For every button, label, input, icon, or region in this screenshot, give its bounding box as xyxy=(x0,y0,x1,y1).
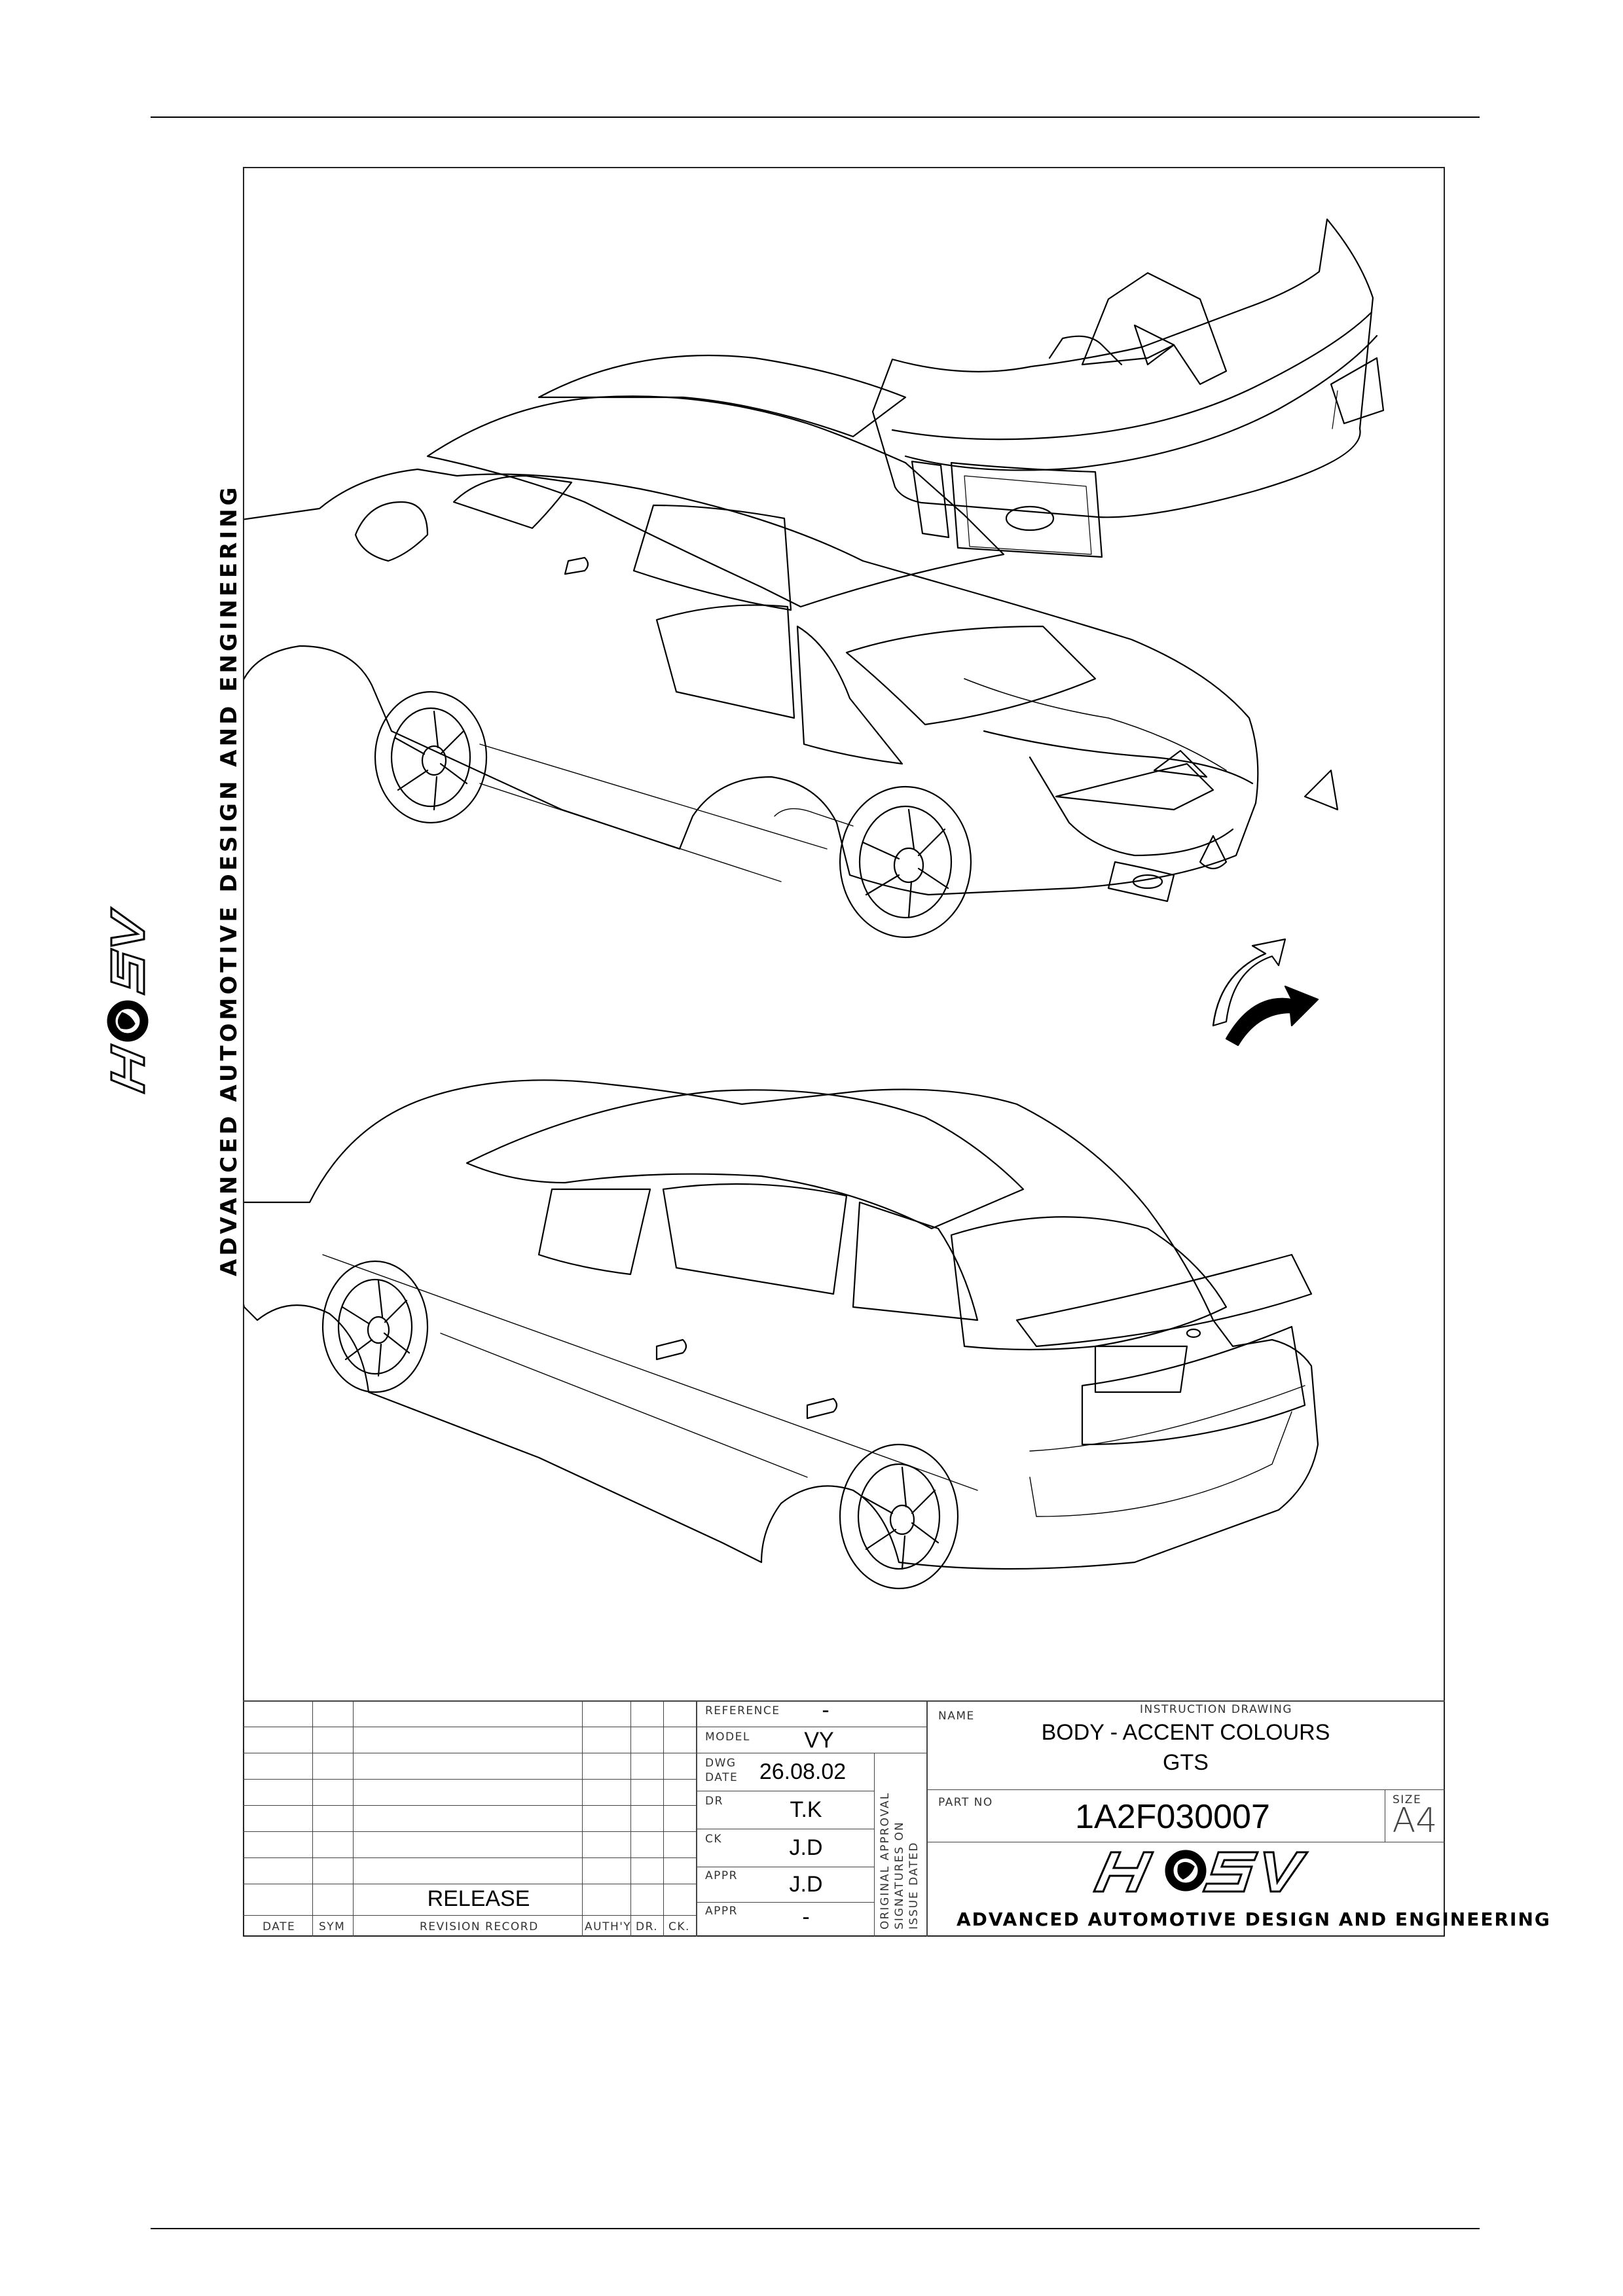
drawing-frame xyxy=(243,167,1445,1937)
col-revision-record: REVISION RECORD xyxy=(420,1920,539,1933)
title-block-tagline: ADVANCED AUTOMOTIVE DESIGN AND ENGINEERI… xyxy=(957,1909,1551,1930)
model-value: VY xyxy=(804,1728,834,1753)
appr2-label: APPR xyxy=(705,1905,738,1918)
col-ck: CK. xyxy=(668,1920,690,1933)
name-line-1: BODY - ACCENT COLOURS xyxy=(1041,1720,1330,1745)
side-branding xyxy=(79,641,249,1283)
col-sym: SYM xyxy=(319,1920,346,1933)
approval-note-2: SIGNATURES ON xyxy=(893,1821,906,1929)
appr2-value: - xyxy=(802,1905,810,1929)
front-bumper-detail xyxy=(871,218,1385,558)
ck-label: CK xyxy=(705,1833,723,1846)
drawing-type: INSTRUCTION DRAWING xyxy=(1140,1703,1293,1716)
col-authority: AUTH'Y xyxy=(585,1920,632,1933)
dwg-date-value: 26.08.02 xyxy=(759,1759,847,1784)
top-rule xyxy=(151,117,1480,118)
appr-value: J.D xyxy=(789,1872,823,1897)
car-rear-three-quarter xyxy=(244,1079,1319,1590)
date-label: DATE xyxy=(705,1771,739,1784)
name-label: NAME xyxy=(938,1710,975,1723)
title-block: DATE SYM REVISION RECORD AUTH'Y DR. CK. … xyxy=(243,1698,1550,1937)
col-date: DATE xyxy=(263,1920,296,1933)
reference-label: REFERENCE xyxy=(705,1704,780,1717)
part-no-label: PART NO xyxy=(938,1796,993,1809)
rear-wheel-left xyxy=(374,691,488,824)
pointer-arrow xyxy=(1212,938,1319,1047)
appr-label: APPR xyxy=(705,1869,738,1882)
hsv-logo-side xyxy=(107,906,149,1095)
col-dr: DR. xyxy=(636,1920,659,1933)
model-label: MODEL xyxy=(705,1731,750,1744)
name-line-2: GTS xyxy=(1163,1750,1209,1775)
approval-note-3: ISSUE DATED xyxy=(907,1841,921,1929)
reference-value: - xyxy=(822,1698,830,1723)
approval-note-1: ORIGINAL APPROVAL xyxy=(879,1791,892,1929)
part-no-value: 1A2F030007 xyxy=(1075,1798,1270,1836)
side-tagline: ADVANCED AUTOMOTIVE DESIGN AND ENGINEERI… xyxy=(216,484,242,1276)
front-wheel-left xyxy=(321,1260,429,1393)
size-label: SIZE xyxy=(1393,1793,1422,1806)
hsv-logo xyxy=(1092,1850,1309,1893)
ck-value: J.D xyxy=(789,1835,823,1860)
dr-label: DR xyxy=(705,1795,723,1808)
bottom-rule xyxy=(151,2228,1480,2229)
rear-wheel xyxy=(839,1443,959,1590)
revision-entry: RELEASE xyxy=(427,1886,530,1911)
car-front-three-quarter xyxy=(244,354,1339,939)
line-art xyxy=(244,218,1385,1590)
dr-value: T.K xyxy=(790,1797,822,1822)
size-value: A4 xyxy=(1392,1801,1438,1840)
front-wheel xyxy=(839,785,972,939)
dwg-label: DWG xyxy=(705,1757,737,1770)
